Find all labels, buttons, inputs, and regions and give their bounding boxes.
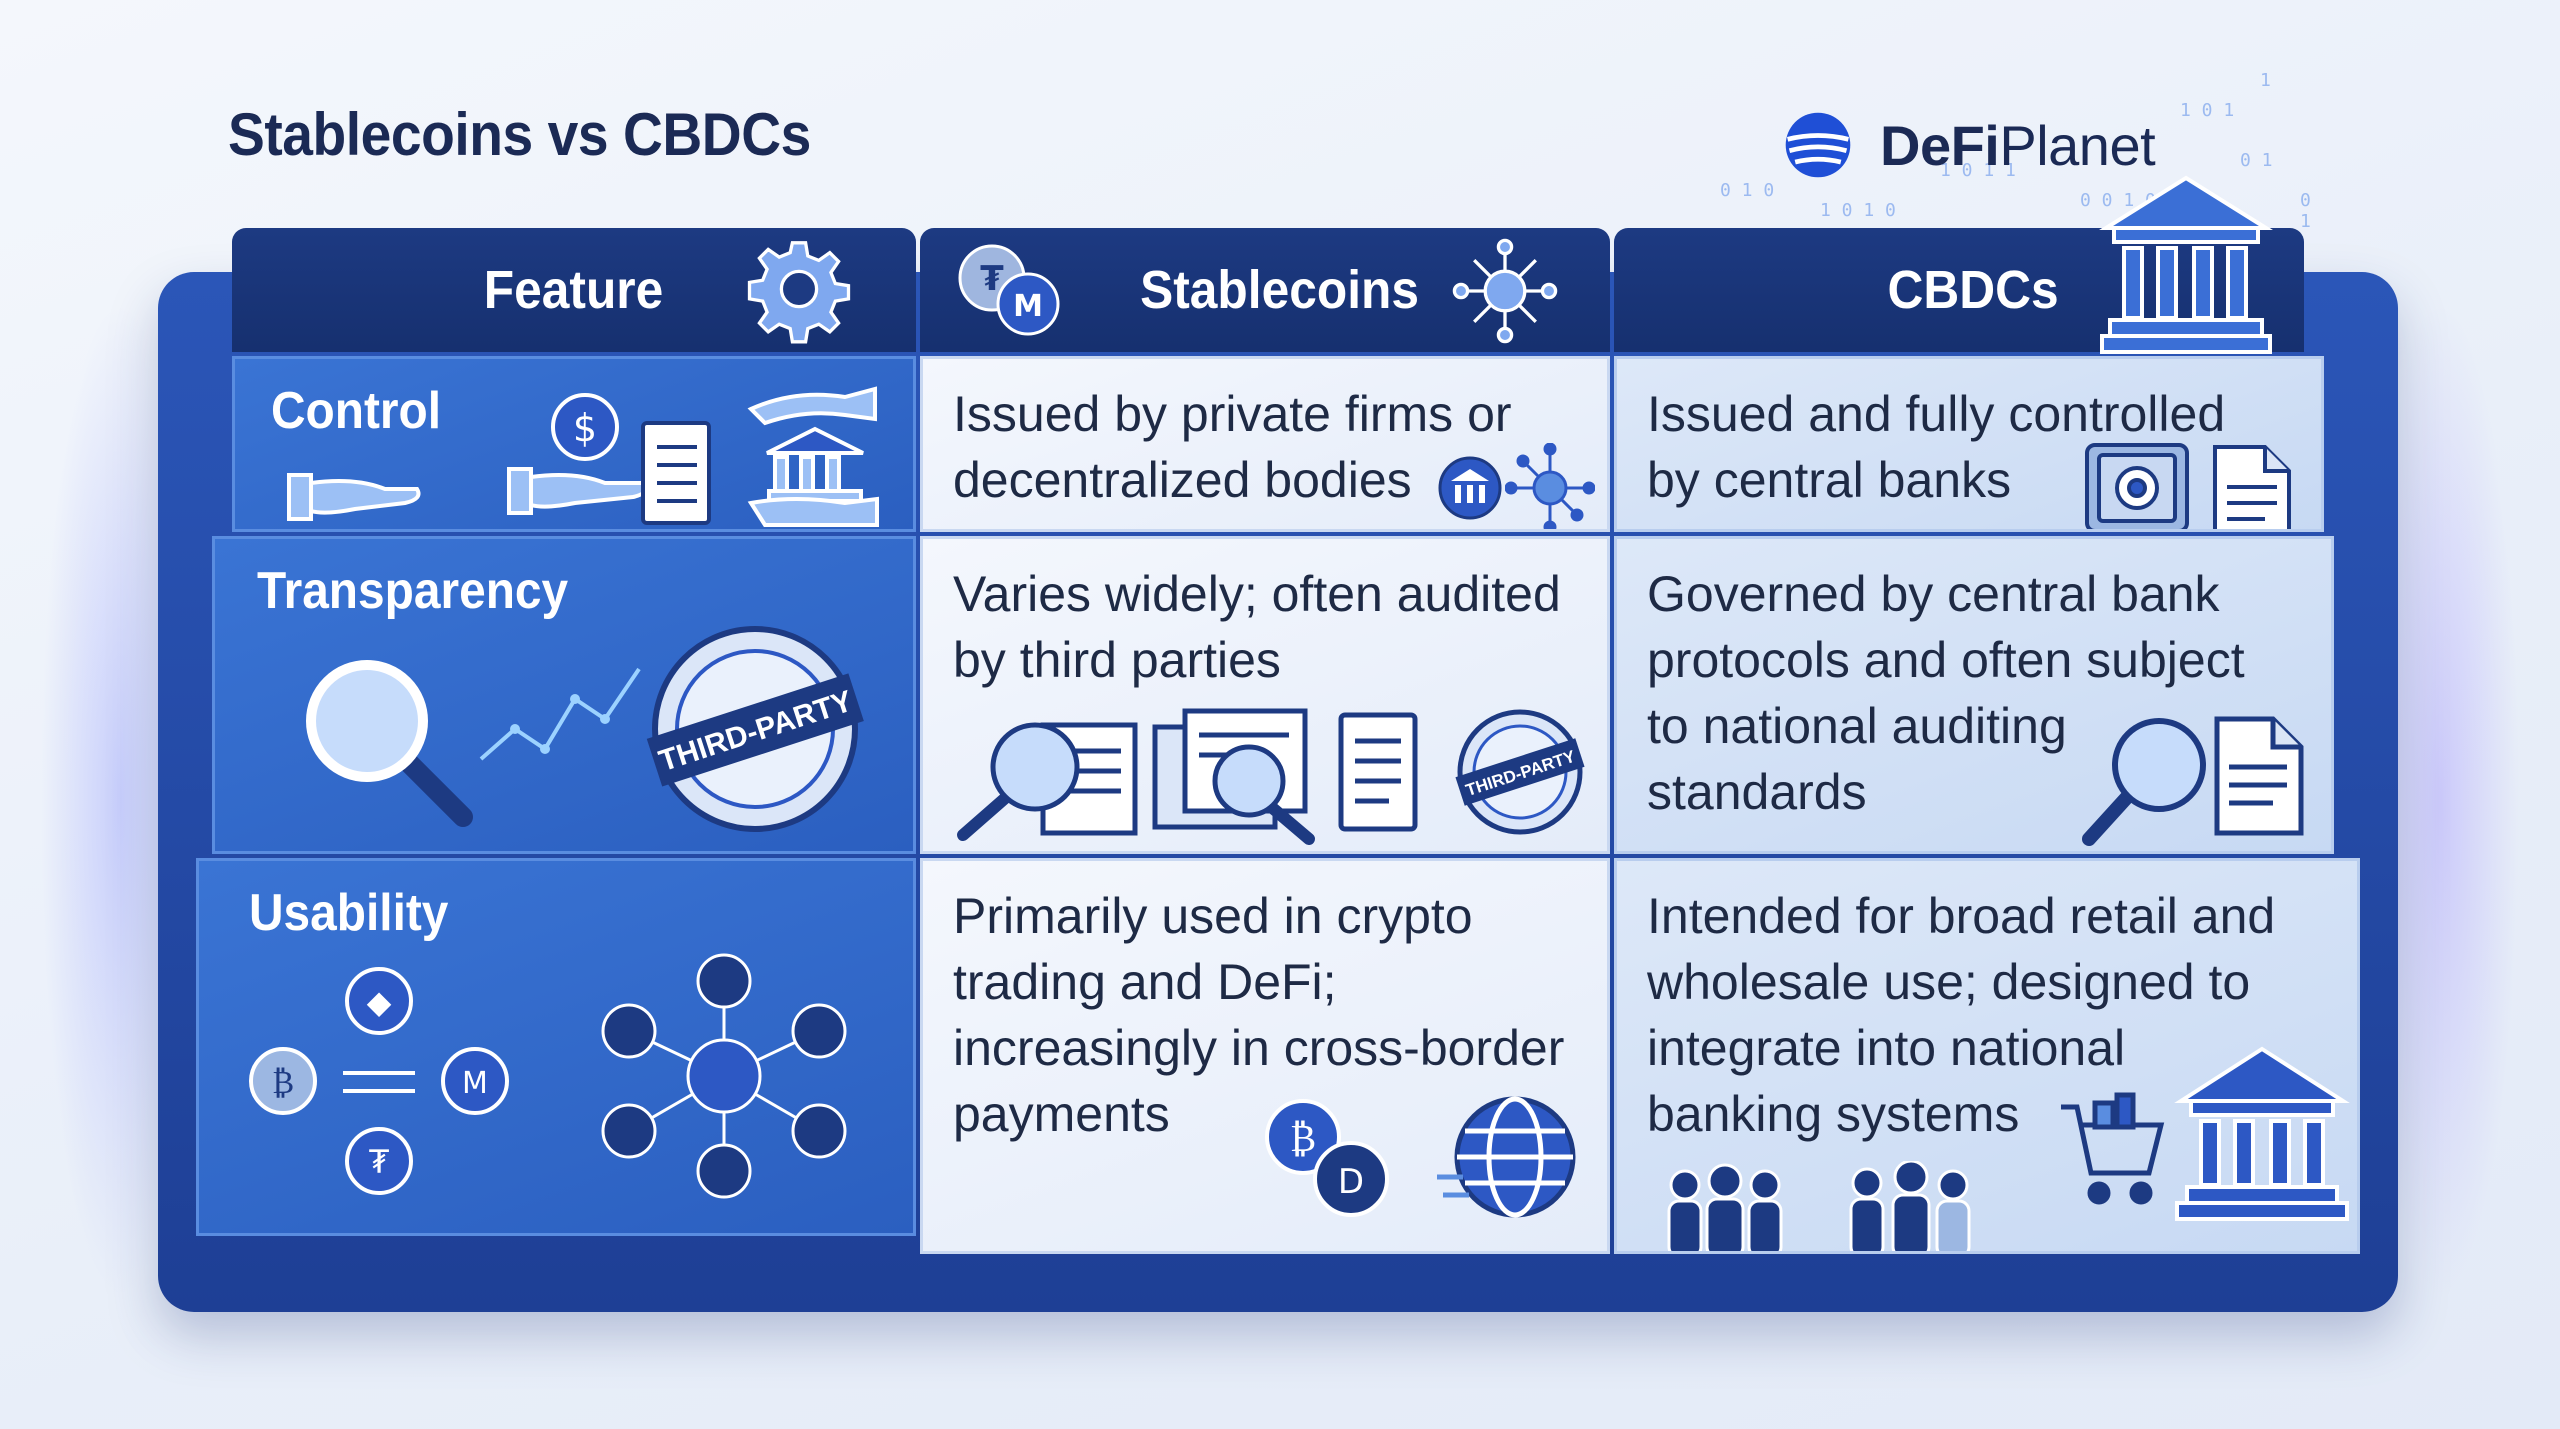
notepad-icon [1333,711,1423,835]
bank-icon [2167,1031,2357,1231]
row-usability-stablecoins: Primarily used in crypto trading and DeF… [920,858,1610,1254]
row-control-feature: Control $ [232,356,916,532]
row-transparency-stablecoins: Varies widely; often audited by third pa… [920,536,1610,854]
document-icon [2205,443,2295,529]
feature-label-transparency: Transparency [257,562,569,620]
svg-text:₮: ₮ [369,1143,390,1181]
coin-swap-icon: ₮ M [948,238,1068,342]
bank-coin-icon [1435,453,1505,523]
third-party-stamp-icon: THIRD-PARTY [1455,707,1585,837]
people-network-icon [589,951,859,1201]
cbdcs-usability-text: Intended for broad retail and wholesale … [1647,888,2276,1142]
cbdcs-transparency-text: Governed by central bank protocols and o… [1647,566,2245,820]
globe-icon [1433,1087,1583,1227]
svg-text:◆: ◆ [367,983,392,1021]
svg-text:$: $ [573,406,597,450]
svg-text:D: D [1338,1162,1364,1202]
coin-exchange-cycle-icon: ◆ ₿ M ₮ [239,961,519,1201]
notepad-icon [635,419,715,529]
dollar-coin-icon: $ [505,389,655,519]
line-chart-icon [475,659,645,789]
vault-icon [2083,441,2193,529]
stablecoins-usability-text: Primarily used in crypto trading and DeF… [953,888,1565,1142]
svg-text:₿: ₿ [272,1063,294,1101]
crypto-exchange-icon: ₿ D [1259,1093,1399,1223]
cbdcs-control-text: Issued and fully controlled by central b… [1647,386,2226,508]
network-node-icon [1505,443,1595,529]
document-search-icon [1149,705,1319,845]
row-usability-feature: Usability ◆ ₿ M ₮ [196,858,916,1236]
row-usability-cbdcs: Intended for broad retail and wholesale … [1614,858,2360,1254]
shopping-cart-icon [2057,1083,2167,1213]
stablecoins-transparency-text: Varies widely; often audited by third pa… [953,566,1561,688]
header-stablecoins: Stablecoins ₮ M [920,228,1610,352]
people-group-icon [1657,1161,2047,1251]
third-party-stamp-icon: THIRD-PARTY [645,619,865,839]
stablecoins-control-text: Issued by private firms or decentralized… [953,386,1512,508]
bank-handover-icon [745,379,885,529]
feature-label-usability: Usability [249,884,449,942]
document-icon [2209,715,2309,839]
brand-name: DeFiPlanet [1880,113,2156,177]
row-control-stablecoins: Issued by private firms or decentralized… [920,356,1610,532]
hand-icon [285,459,425,529]
svg-text:M: M [462,1066,488,1101]
feature-label-control: Control [271,382,442,440]
network-node-icon [1450,236,1560,346]
magnifier-icon [2079,711,2209,847]
row-transparency-cbdcs: Governed by central bank protocols and o… [1614,536,2334,854]
bank-building-icon [2096,170,2276,360]
magnifier-document-icon [953,711,1153,841]
svg-text:M: M [1013,289,1043,324]
gear-icon [744,234,854,344]
brand-logo: DeFiPlanet [1780,100,2156,190]
row-transparency-feature: Transparency THIRD-PARTY [212,536,916,854]
svg-text:₿: ₿ [1290,1116,1316,1160]
planet-logo-icon [1785,112,1851,178]
magnifier-icon [295,649,475,829]
row-control-cbdcs: Issued and fully controlled by central b… [1614,356,2324,532]
page-title: Stablecoins vs CBDCs [228,101,811,168]
header-feature: Feature [232,228,916,352]
